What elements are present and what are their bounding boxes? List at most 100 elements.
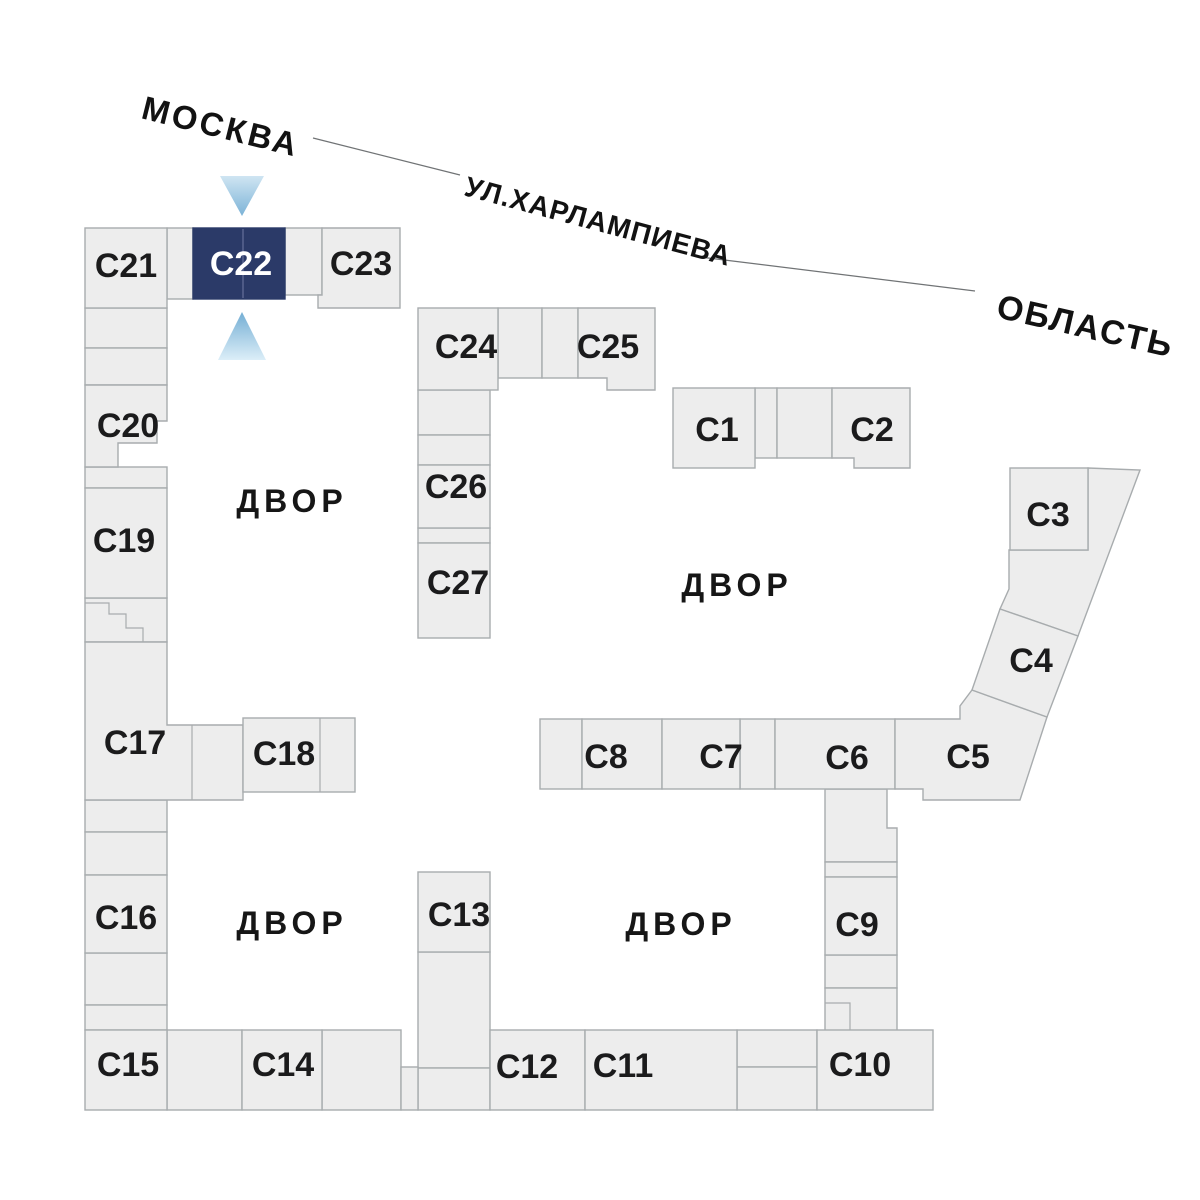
building-shape[interactable] [84,384,168,468]
building-shape[interactable] [317,227,401,309]
building-segment [84,831,168,876]
building-label: С18 [253,735,315,773]
building-c6[interactable]: С6 [774,718,896,790]
courtyard-label: ДВОР [625,906,736,942]
building-segment [84,1004,168,1031]
building-shape[interactable] [489,1029,586,1111]
building-shape[interactable] [774,718,896,790]
courtyard-label: ДВОР [236,905,347,941]
courtyard-label: ДВОР [236,483,347,519]
building-c5[interactable]: С5 [894,689,1048,801]
building-c16[interactable]: С16 [84,874,168,954]
building-label: С11 [593,1047,654,1085]
building-c27[interactable]: С27 [417,542,491,639]
building-label: С3 [1026,496,1069,534]
building-label: С6 [825,739,868,777]
building-shape[interactable] [816,1029,934,1111]
building-shape[interactable] [661,718,741,790]
building-shape[interactable] [672,387,756,469]
building-shape[interactable] [581,718,663,790]
building-shape[interactable] [831,387,911,469]
building-c7[interactable]: С7 [661,718,743,790]
building-shape[interactable] [584,1029,738,1111]
building-segment [497,307,543,379]
building-shape[interactable] [84,227,168,309]
building-c15[interactable]: С15 [84,1029,168,1111]
building-c2[interactable]: С2 [831,387,911,469]
building-c21[interactable]: С21 [84,227,168,309]
building-segment [166,1029,243,1111]
building-shape[interactable] [84,874,168,954]
building-shape[interactable] [84,641,244,801]
building-label: С7 [699,738,742,776]
building-shape[interactable] [417,464,491,529]
building-label: С21 [95,247,157,285]
building-segment [400,1066,419,1111]
building-c19[interactable]: С19 [84,487,168,599]
building-label: С19 [93,522,155,560]
building-label: С4 [1009,642,1053,680]
building-shape[interactable] [417,542,491,639]
building-c17[interactable]: С17 [84,641,244,801]
building-label: С13 [428,896,490,934]
building-c25[interactable]: С25 [577,307,656,391]
building-segment [321,1029,402,1111]
building-label: С1 [695,411,738,449]
building-segment [417,527,491,544]
building-label: С23 [330,245,392,283]
building-shape[interactable] [1009,467,1089,551]
building-segment [541,307,579,379]
building-c9[interactable]: С9 [824,876,898,956]
building-c24[interactable]: С24 [417,307,499,391]
building-c13[interactable]: С13 [417,871,491,953]
building-label: С12 [496,1048,558,1086]
building-label: С16 [95,899,157,937]
building-segment [824,987,898,1033]
building-segment [539,718,583,790]
building-segment [84,799,168,833]
building-c3[interactable]: С3 [1009,467,1089,551]
building-segment [166,227,194,300]
building-c22-selected[interactable]: С22 [192,227,286,300]
building-shape[interactable] [417,871,491,953]
building-c8[interactable]: С8 [581,718,663,790]
building-shape[interactable] [84,487,168,599]
building-shape[interactable] [242,717,356,793]
building-shape[interactable] [417,307,499,391]
building-label: С26 [425,468,487,506]
building-segment [84,466,168,489]
building-segment [84,952,168,1006]
building-segment [284,227,323,296]
building-c10[interactable]: С10 [816,1029,934,1111]
building-c23[interactable]: С23 [317,227,401,309]
building-shape[interactable] [577,307,656,391]
building-c12[interactable]: С12 [489,1029,586,1111]
building-shape[interactable] [971,608,1079,718]
building-segment [739,718,776,790]
street-name-label: УЛ.ХАРЛАМПИЕВА [461,171,734,272]
direction-label-moskva: МОСКВА [138,89,303,164]
building-c14[interactable]: С14 [241,1029,323,1111]
street-line-right [699,256,976,292]
building-label: С5 [946,738,989,776]
building-shape[interactable] [241,1029,323,1111]
building-c26[interactable]: С26 [417,464,491,529]
building-c11[interactable]: С11 [584,1029,738,1111]
building-label: С22 [210,245,272,283]
building-c18[interactable]: С18 [242,717,356,793]
building-shape[interactable] [84,1029,168,1111]
building-label: С20 [97,407,159,445]
building-shape[interactable] [824,876,898,956]
building-segment [776,387,833,459]
building-label: С10 [829,1046,891,1084]
building-c20[interactable]: С20 [84,384,168,468]
building-segment [417,389,491,436]
building-label: С25 [577,328,639,366]
building-c1[interactable]: С1 [672,387,756,469]
building-segment [417,434,491,466]
building-shape[interactable] [894,689,1048,801]
direction-label-oblast: ОБЛАСТЬ [993,288,1177,366]
building-c4[interactable]: С4 [971,608,1079,718]
building-shape[interactable] [192,227,286,300]
